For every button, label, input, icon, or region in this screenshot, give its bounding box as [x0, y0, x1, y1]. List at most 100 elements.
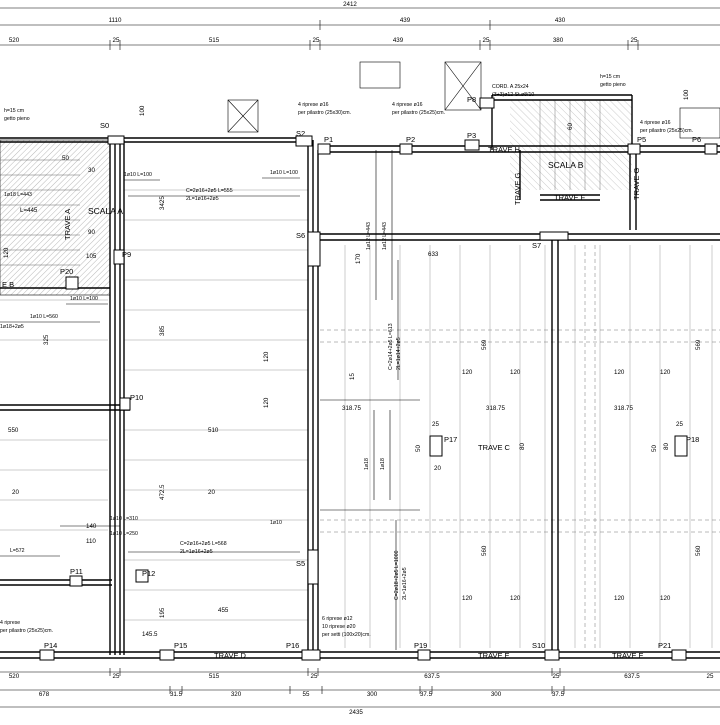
pillar-p19-box [417, 649, 431, 661]
svg-text:1ø10 L=100: 1ø10 L=100 [124, 172, 152, 178]
pillar-p17-box [429, 435, 443, 457]
pillar-p11-box [69, 575, 83, 587]
bottom-dimensions [0, 668, 720, 708]
svg-text:1ø18: 1ø18 [364, 458, 370, 470]
label-p10: P10 [130, 393, 143, 402]
svg-text:385: 385 [159, 325, 166, 336]
svg-text:80: 80 [663, 443, 670, 450]
pillar-p15-box [159, 649, 175, 661]
svg-text:318.75: 318.75 [614, 405, 633, 412]
svg-text:1ø18+2ø5: 1ø18+2ø5 [0, 324, 24, 330]
svg-text:195: 195 [159, 607, 166, 618]
svg-text:1ø10 L=250: 1ø10 L=250 [110, 531, 138, 537]
rebar-labels: 1ø10 L=100 1ø10 L=100 C=2ø16+2ø5 L=555 2… [0, 170, 408, 600]
rebar-lines [0, 150, 420, 650]
svg-text:per pilastro (25x25)cm.: per pilastro (25x25)cm. [392, 110, 445, 116]
label-trave-f: TRAVE F [554, 193, 586, 202]
pillar-s6-box [307, 231, 321, 267]
svg-text:300: 300 [491, 691, 502, 698]
svg-text:1ø18: 1ø18 [380, 458, 386, 470]
svg-text:110: 110 [86, 538, 96, 545]
label-s2: S2 [296, 129, 305, 138]
svg-text:637.5: 637.5 [624, 673, 640, 680]
slab-dashed [320, 245, 720, 648]
dimension-values: 100 50 30 90 105 325 3425 385 120 120 55… [3, 89, 702, 638]
svg-text:520: 520 [9, 673, 20, 680]
label-p2: P2 [406, 135, 415, 144]
pillar-p12-box [135, 569, 149, 583]
svg-text:25: 25 [313, 37, 320, 44]
svg-text:80: 80 [519, 443, 526, 450]
label-p16: P16 [286, 641, 299, 650]
svg-text:120: 120 [462, 595, 473, 602]
pillar-p18-box [674, 435, 688, 457]
label-p5: P5 [637, 135, 646, 144]
svg-text:2L=1ø14+2ø5: 2L=1ø14+2ø5 [396, 337, 402, 370]
svg-text:105: 105 [86, 253, 97, 260]
dim-bottom-row1: 520 25 515 25 637.5 25 637.5 25 [9, 673, 714, 680]
svg-text:CORD. A 25x24: CORD. A 25x24 [492, 84, 529, 90]
svg-text:50: 50 [62, 155, 69, 162]
stair-b-steps [539, 100, 601, 190]
svg-text:31.5: 31.5 [170, 691, 183, 698]
svg-text:C=2ø18+2ø5 L=1000: C=2ø18+2ø5 L=1000 [394, 550, 400, 600]
dim-top-total: 2412 [343, 1, 357, 8]
slab-ribs-right [344, 245, 713, 648]
svg-text:318.75: 318.75 [342, 405, 361, 412]
svg-text:C=2ø14+2ø5 L=613: C=2ø14+2ø5 L=613 [388, 323, 394, 370]
svg-text:120: 120 [614, 595, 625, 602]
svg-text:560: 560 [481, 545, 488, 556]
stair-b-hatch [510, 100, 632, 190]
label-p9: P9 [122, 250, 131, 259]
svg-text:2L=1ø16+2ø5: 2L=1ø16+2ø5 [402, 567, 408, 600]
stair-a-steps [0, 159, 80, 266]
label-trave-e2: TRAVE E [612, 651, 644, 660]
svg-text:455: 455 [218, 607, 229, 614]
pillar-p20-box [65, 276, 79, 290]
dim-top-c: 430 [555, 17, 566, 24]
svg-text:20: 20 [208, 489, 215, 496]
svg-text:55: 55 [303, 691, 310, 698]
svg-text:1ø12 L=443: 1ø12 L=443 [382, 222, 388, 250]
svg-text:25: 25 [432, 421, 439, 428]
pillar-s2-box [295, 135, 313, 147]
svg-text:318.75: 318.75 [486, 405, 505, 412]
label-trave-a: TRAVE A [63, 209, 72, 240]
label-trave-h: TRAVE H [488, 145, 520, 154]
svg-text:120: 120 [263, 351, 270, 362]
label-p17: P17 [444, 435, 457, 444]
svg-text:25: 25 [631, 37, 638, 44]
pillar-s7-box [539, 231, 569, 241]
svg-text:90: 90 [88, 229, 95, 236]
svg-text:515: 515 [209, 37, 220, 44]
svg-text:37.5: 37.5 [552, 691, 565, 698]
svg-text:633: 633 [428, 251, 439, 258]
svg-text:25: 25 [483, 37, 490, 44]
label-s0: S0 [100, 121, 109, 130]
pillar-s10-box [544, 649, 560, 661]
label-trave-e1: TRAVE E [478, 651, 510, 660]
svg-text:120: 120 [660, 595, 671, 602]
dim-top-a: 1110 [109, 17, 122, 24]
label-trave-d: TRAVE D [214, 651, 247, 660]
svg-text:637.5: 637.5 [424, 673, 440, 680]
pillar-p6-box [704, 143, 718, 155]
svg-text:569: 569 [695, 339, 702, 350]
pillar-p10-box [119, 397, 131, 411]
pillar-p8-box [479, 97, 495, 109]
svg-text:getto pieno: getto pieno [4, 116, 30, 122]
pillar-p1-box [317, 143, 331, 155]
pillar-p2-box [399, 143, 413, 155]
pillar-s5-box [307, 549, 319, 585]
svg-text:120: 120 [3, 247, 10, 258]
dim-top-row2: 520 25 515 25 439 25 380 25 [9, 37, 638, 44]
svg-text:170: 170 [355, 253, 362, 264]
label-p12: P12 [142, 569, 155, 578]
label-p15: P15 [174, 641, 187, 650]
slab-ribs [0, 189, 308, 621]
svg-text:per setti (100x20)cm.: per setti (100x20)cm. [322, 632, 371, 638]
dim-top-b: 439 [400, 17, 411, 24]
label-trave-g: TRAVE G [632, 167, 641, 200]
svg-text:320: 320 [231, 691, 242, 698]
